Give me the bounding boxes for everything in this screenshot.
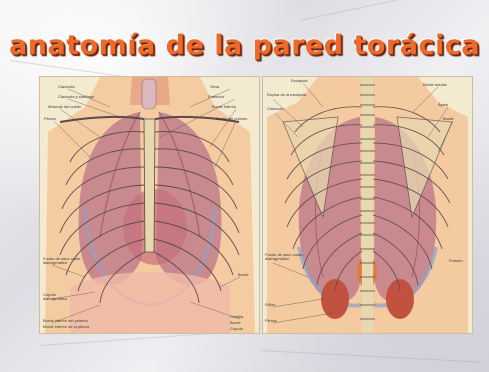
label-costilla: Costilla [230, 315, 243, 319]
slide-title: anatomía de la pared torácica [0, 30, 489, 61]
posterior-thorax-figure [263, 77, 472, 333]
label-borde-inferior-pleura: Borde inferior de la pleura [43, 325, 89, 329]
label-borde-inferior-pulmon: Borde inferior del pulmón [43, 319, 88, 323]
label-fondo-saco: Fondo de saco costo-diafragmático [43, 257, 83, 266]
posterior-thorax-illustration: Escápula Espina de la escápula Clavícula… [262, 76, 473, 334]
label-pulmon: Pulmón [449, 259, 463, 263]
label-espina-escapula: Espina de la escápula [267, 93, 306, 97]
label-cupula-diafragmatica: Cúpula diafragmática [43, 293, 79, 302]
label-fondo-saco-post: Fondo de saco costo-diafragmático [265, 253, 305, 262]
label-borde-inferior: Borde inferior [212, 105, 236, 109]
label-apice: Ápice [438, 103, 448, 107]
label-musculo-cuello: Músculo del cuello [48, 105, 81, 109]
label-pleura: Pleura [44, 117, 56, 121]
label-rinon: Riñón [265, 303, 275, 307]
label-pleura-post: Pleura [265, 319, 277, 323]
label-clavicula-post: Clavícula [267, 107, 283, 111]
label-borde: Borde [238, 273, 249, 277]
label-borde-pulmon: Borde del pulmón [216, 117, 247, 121]
label-vena: Vena [210, 85, 219, 89]
vertebral-column [360, 77, 375, 333]
label-cupula: Cúpula [230, 327, 243, 331]
label-borde-medial: Borde medial [423, 83, 447, 87]
label-escapula: Escápula [291, 79, 307, 83]
label-esternon: Esternón [208, 95, 224, 99]
label-clavicula: Clavícula [58, 85, 74, 89]
label-borde-post: Borde [443, 117, 454, 121]
label-clavicula-cartilago: Clavícula y cartílago [58, 95, 94, 99]
label-borde-2: Borde [230, 321, 241, 325]
anterior-thorax-illustration: Clavícula Clavícula y cartílago Músculo … [39, 76, 260, 334]
